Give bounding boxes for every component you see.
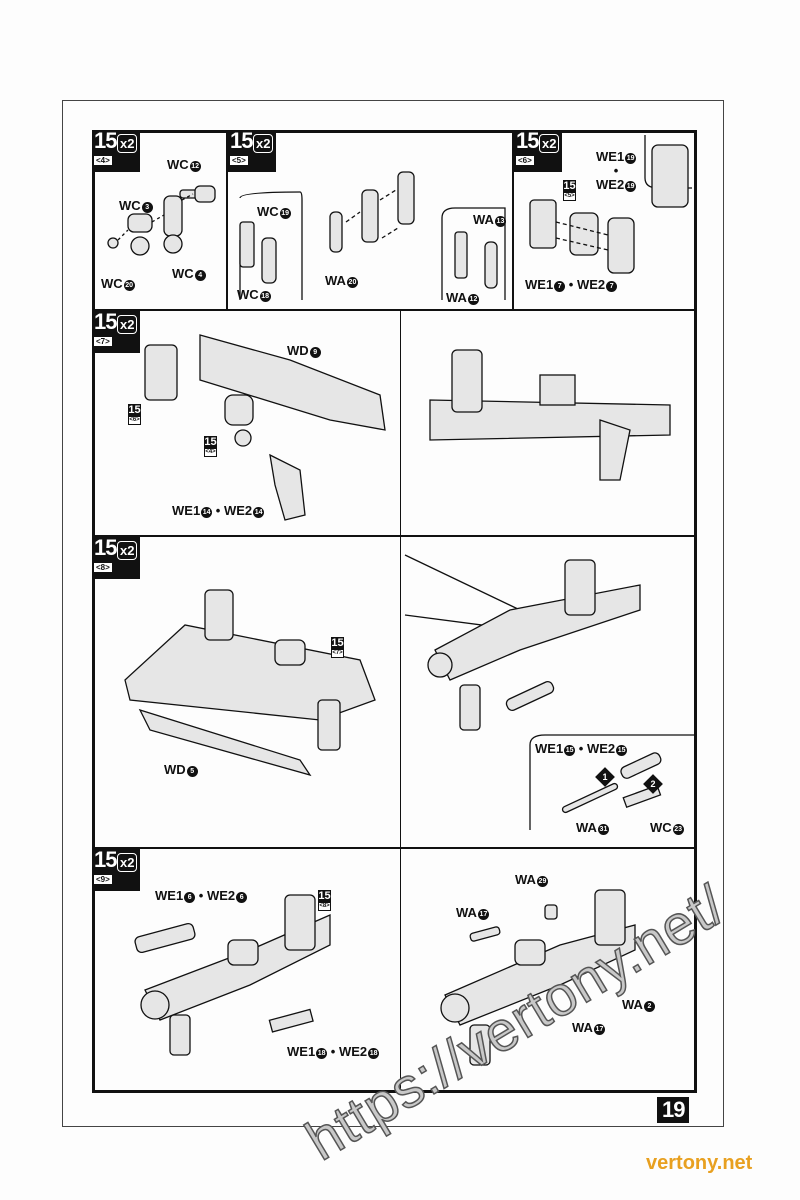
step9-parts-drawing: [134, 889, 636, 1066]
substep-marker: 2: [643, 774, 663, 794]
divider: [226, 130, 228, 310]
step6-parts-drawing: [529, 135, 692, 274]
quantity-badge: x2: [117, 134, 138, 153]
step-number: 15: [94, 128, 118, 153]
step-number: 15: [230, 128, 254, 153]
step4-parts-drawing: [107, 185, 216, 256]
divider: [92, 847, 697, 849]
quantity-badge: x2: [539, 134, 560, 153]
step-number: 15: [94, 309, 118, 334]
sub-step: <8>: [94, 563, 112, 572]
divider: [92, 309, 697, 311]
substep-marker: 1: [595, 767, 615, 787]
reference-tag: 15<8>: [318, 890, 331, 911]
reference-tag: 15<7>: [331, 637, 344, 658]
page-border: [62, 100, 724, 1127]
quantity-badge: x2: [117, 853, 138, 872]
divider: [512, 130, 514, 310]
sub-step: <4>: [94, 156, 112, 165]
reference-tag: 15<5>: [563, 180, 576, 201]
step8-parts-drawing: [124, 554, 695, 830]
site-mark: vertony.net: [646, 1152, 753, 1174]
reference-tag: 15<6>: [128, 404, 141, 425]
sub-step: <6>: [516, 156, 534, 165]
quantity-badge: x2: [117, 541, 138, 560]
step5-parts-drawing: [239, 171, 506, 300]
divider: [92, 535, 697, 537]
divider: [400, 310, 401, 1093]
reference-tag: 15<4>: [204, 436, 217, 457]
step-number: 15: [94, 535, 118, 560]
sub-step: <5>: [230, 156, 248, 165]
step-number: 15: [516, 128, 540, 153]
sub-step: <9>: [94, 875, 112, 884]
step-number: 15: [94, 847, 118, 872]
page-number: 19: [657, 1097, 690, 1123]
quantity-badge: x2: [117, 315, 138, 334]
instruction-frame: [92, 130, 697, 1093]
step7-parts-drawing: [144, 334, 671, 521]
quantity-badge: x2: [253, 134, 274, 153]
sub-step: <7>: [94, 337, 112, 346]
